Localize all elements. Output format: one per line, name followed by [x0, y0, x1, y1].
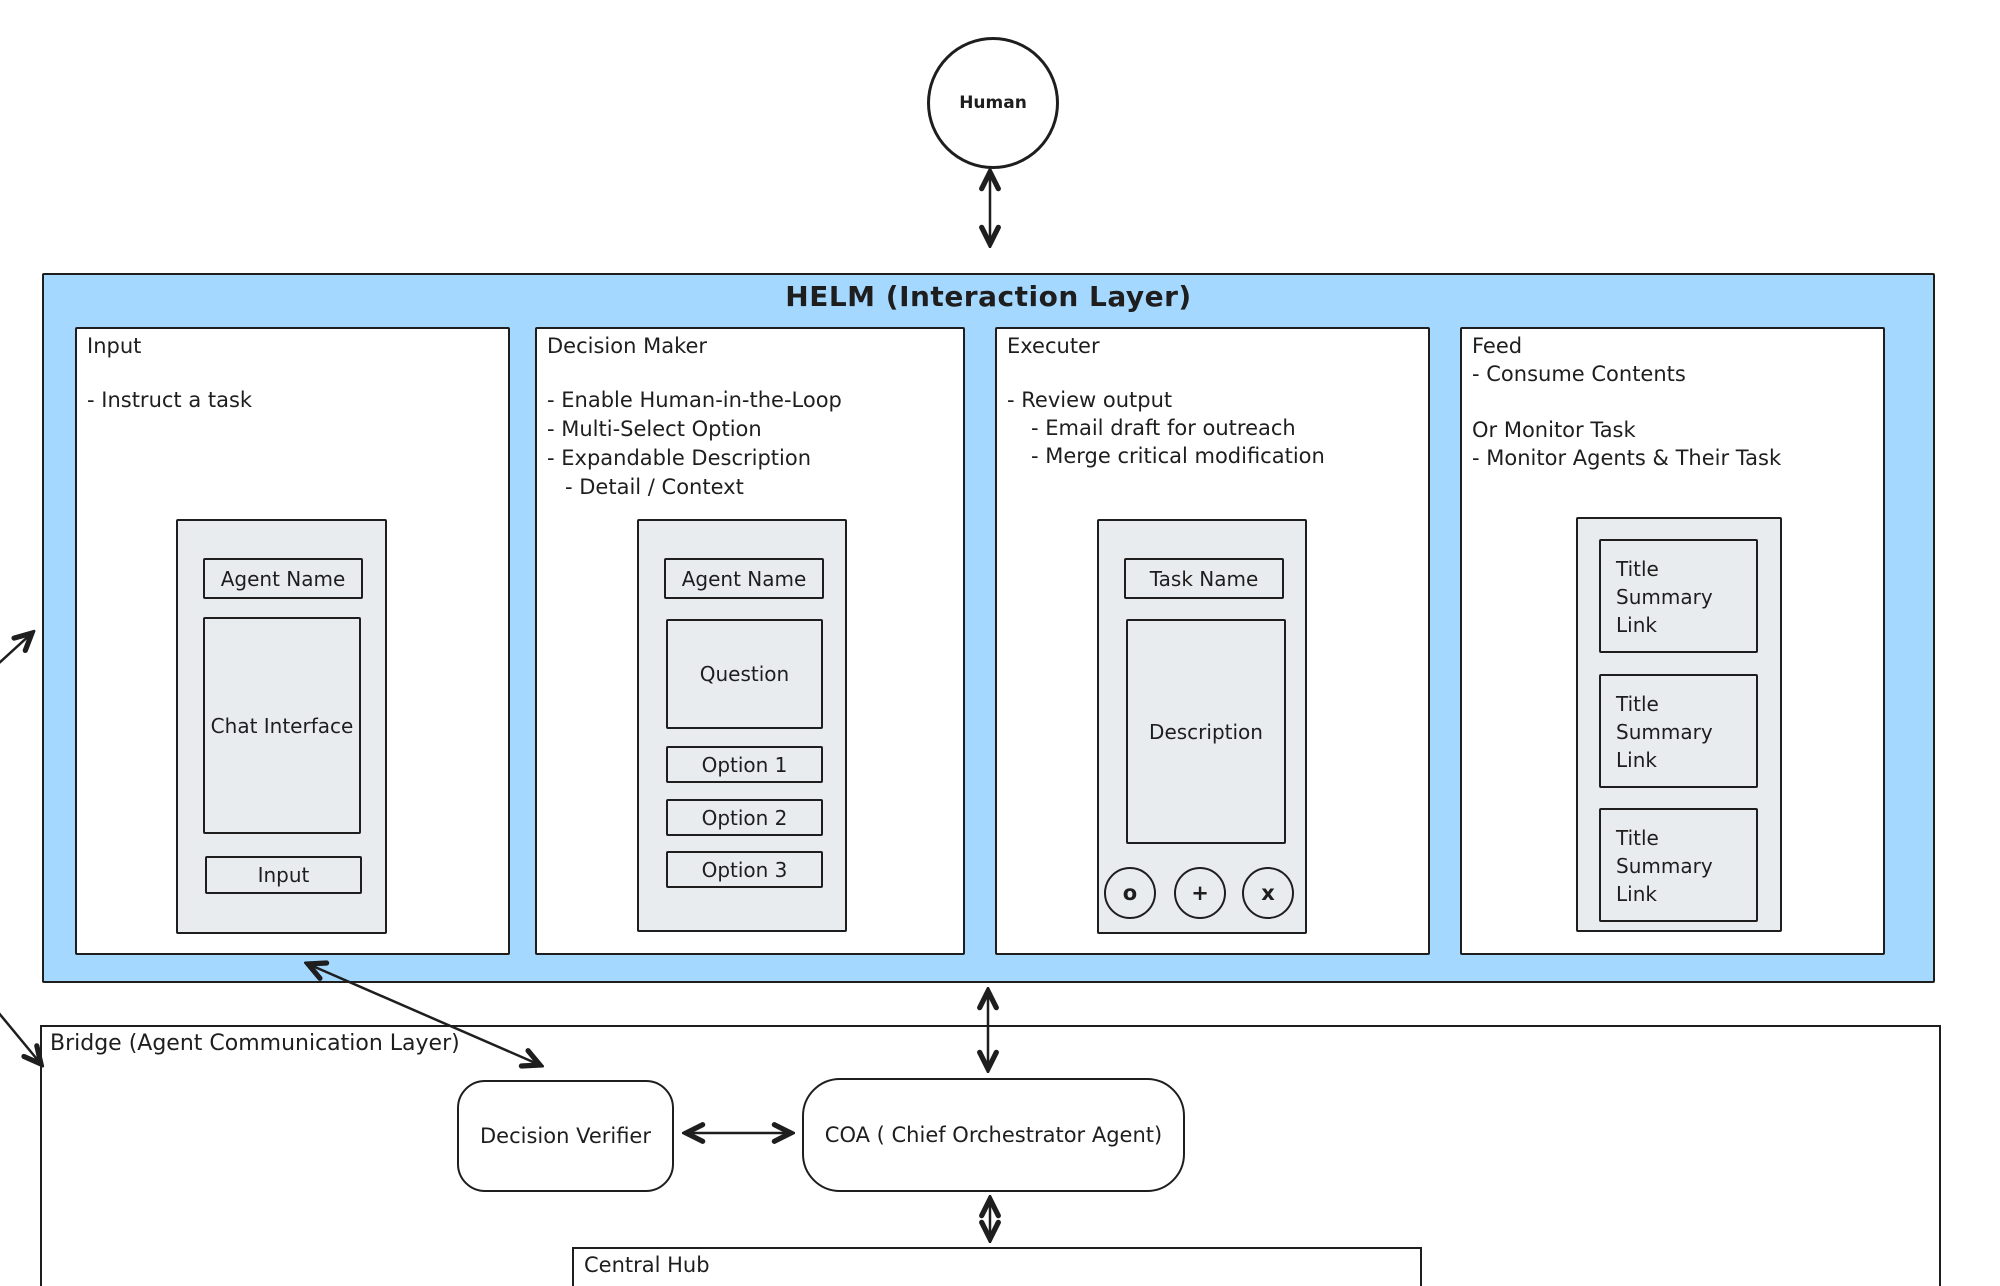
panel-feed-title: Feed	[1472, 334, 1523, 358]
arrow-left-into-helm	[0, 633, 32, 664]
option-3-button[interactable]: Option 3	[666, 851, 823, 888]
panel-input-bullet: - Instruct a task	[87, 388, 253, 412]
feed-card[interactable]: Title Summary Link	[1599, 808, 1758, 922]
panel-decision-maker-title: Decision Maker	[547, 334, 708, 358]
human-label: Human	[959, 93, 1027, 113]
feed-card-link[interactable]: Link	[1616, 748, 1657, 772]
circle-o-button[interactable]: o	[1104, 867, 1156, 919]
close-x-button[interactable]: x	[1242, 867, 1294, 919]
feed-line: - Monitor Agents & Their Task	[1472, 446, 1782, 470]
decision-maker-bullet: - Expandable Description	[547, 446, 812, 470]
option-2-button[interactable]: Option 2	[666, 799, 823, 836]
coa-node[interactable]: COA ( Chief Orchestrator Agent)	[802, 1078, 1185, 1192]
human-node[interactable]: Human	[927, 37, 1059, 169]
helm-layer-box[interactable]: HELM (Interaction Layer) Input - Instruc…	[42, 273, 1935, 983]
decision-phone-mockup[interactable]: Agent Name Question Option 1 Option 2 Op…	[637, 519, 847, 932]
coa-label: COA ( Chief Orchestrator Agent)	[824, 1123, 1163, 1147]
executer-bullet: - Review output	[1007, 388, 1173, 412]
bridge-layer-box[interactable]: Bridge (Agent Communication Layer) Decis…	[40, 1025, 1941, 1286]
panel-decision-maker[interactable]: Decision Maker - Enable Human-in-the-Loo…	[535, 327, 965, 955]
chat-interface-box[interactable]: Chat Interface	[203, 617, 361, 834]
decision-verifier-label: Decision Verifier	[480, 1124, 651, 1148]
executer-phone-mockup[interactable]: Task Name Description o + x	[1097, 519, 1307, 934]
input-field-box[interactable]: Input	[205, 856, 362, 894]
decision-maker-bullet: - Detail / Context	[565, 475, 744, 499]
central-hub-title: Central Hub	[584, 1253, 710, 1277]
feed-card[interactable]: Title Summary Link	[1599, 539, 1758, 653]
feed-card-link[interactable]: Link	[1616, 613, 1657, 637]
arrow-left-into-bridge	[0, 1012, 41, 1064]
input-phone-mockup[interactable]: Agent Name Chat Interface Input	[176, 519, 387, 934]
bridge-title: Bridge (Agent Communication Layer)	[50, 1031, 460, 1056]
executer-bullet: - Email draft for outreach	[1031, 416, 1296, 440]
panel-executer-title: Executer	[1007, 334, 1100, 358]
executer-bullet: - Merge critical modification	[1031, 444, 1325, 468]
task-name-box[interactable]: Task Name	[1124, 558, 1284, 599]
decision-maker-bullet: - Enable Human-in-the-Loop	[547, 388, 842, 412]
feed-line: - Consume Contents	[1472, 362, 1686, 386]
feed-card-summary: Summary	[1616, 720, 1713, 744]
panel-input[interactable]: Input - Instruct a task Agent Name Chat …	[75, 327, 510, 955]
feed-card[interactable]: Title Summary Link	[1599, 674, 1758, 788]
helm-title: HELM (Interaction Layer)	[785, 280, 1192, 313]
panel-feed[interactable]: Feed - Consume Contents Or Monitor Task …	[1460, 327, 1885, 955]
decision-verifier-node[interactable]: Decision Verifier	[457, 1080, 674, 1192]
feed-card-title: Title	[1616, 557, 1659, 581]
agent-name-box[interactable]: Agent Name	[203, 558, 363, 599]
panel-input-title: Input	[87, 334, 142, 358]
feed-card-link[interactable]: Link	[1616, 882, 1657, 906]
feed-card-title: Title	[1616, 826, 1659, 850]
feed-line: Or Monitor Task	[1472, 418, 1636, 442]
agent-name-box[interactable]: Agent Name	[664, 558, 824, 599]
feed-phone-mockup[interactable]: Title Summary Link Title Summary Link Ti…	[1576, 517, 1782, 932]
feed-card-summary: Summary	[1616, 585, 1713, 609]
option-1-button[interactable]: Option 1	[666, 746, 823, 783]
plus-button[interactable]: +	[1174, 867, 1226, 919]
panel-executer[interactable]: Executer - Review output - Email draft f…	[995, 327, 1430, 955]
description-box[interactable]: Description	[1126, 619, 1286, 844]
feed-card-summary: Summary	[1616, 854, 1713, 878]
central-hub-box[interactable]: Central Hub	[572, 1247, 1422, 1286]
feed-card-title: Title	[1616, 692, 1659, 716]
decision-maker-bullet: - Multi-Select Option	[547, 417, 762, 441]
question-box[interactable]: Question	[666, 619, 823, 729]
